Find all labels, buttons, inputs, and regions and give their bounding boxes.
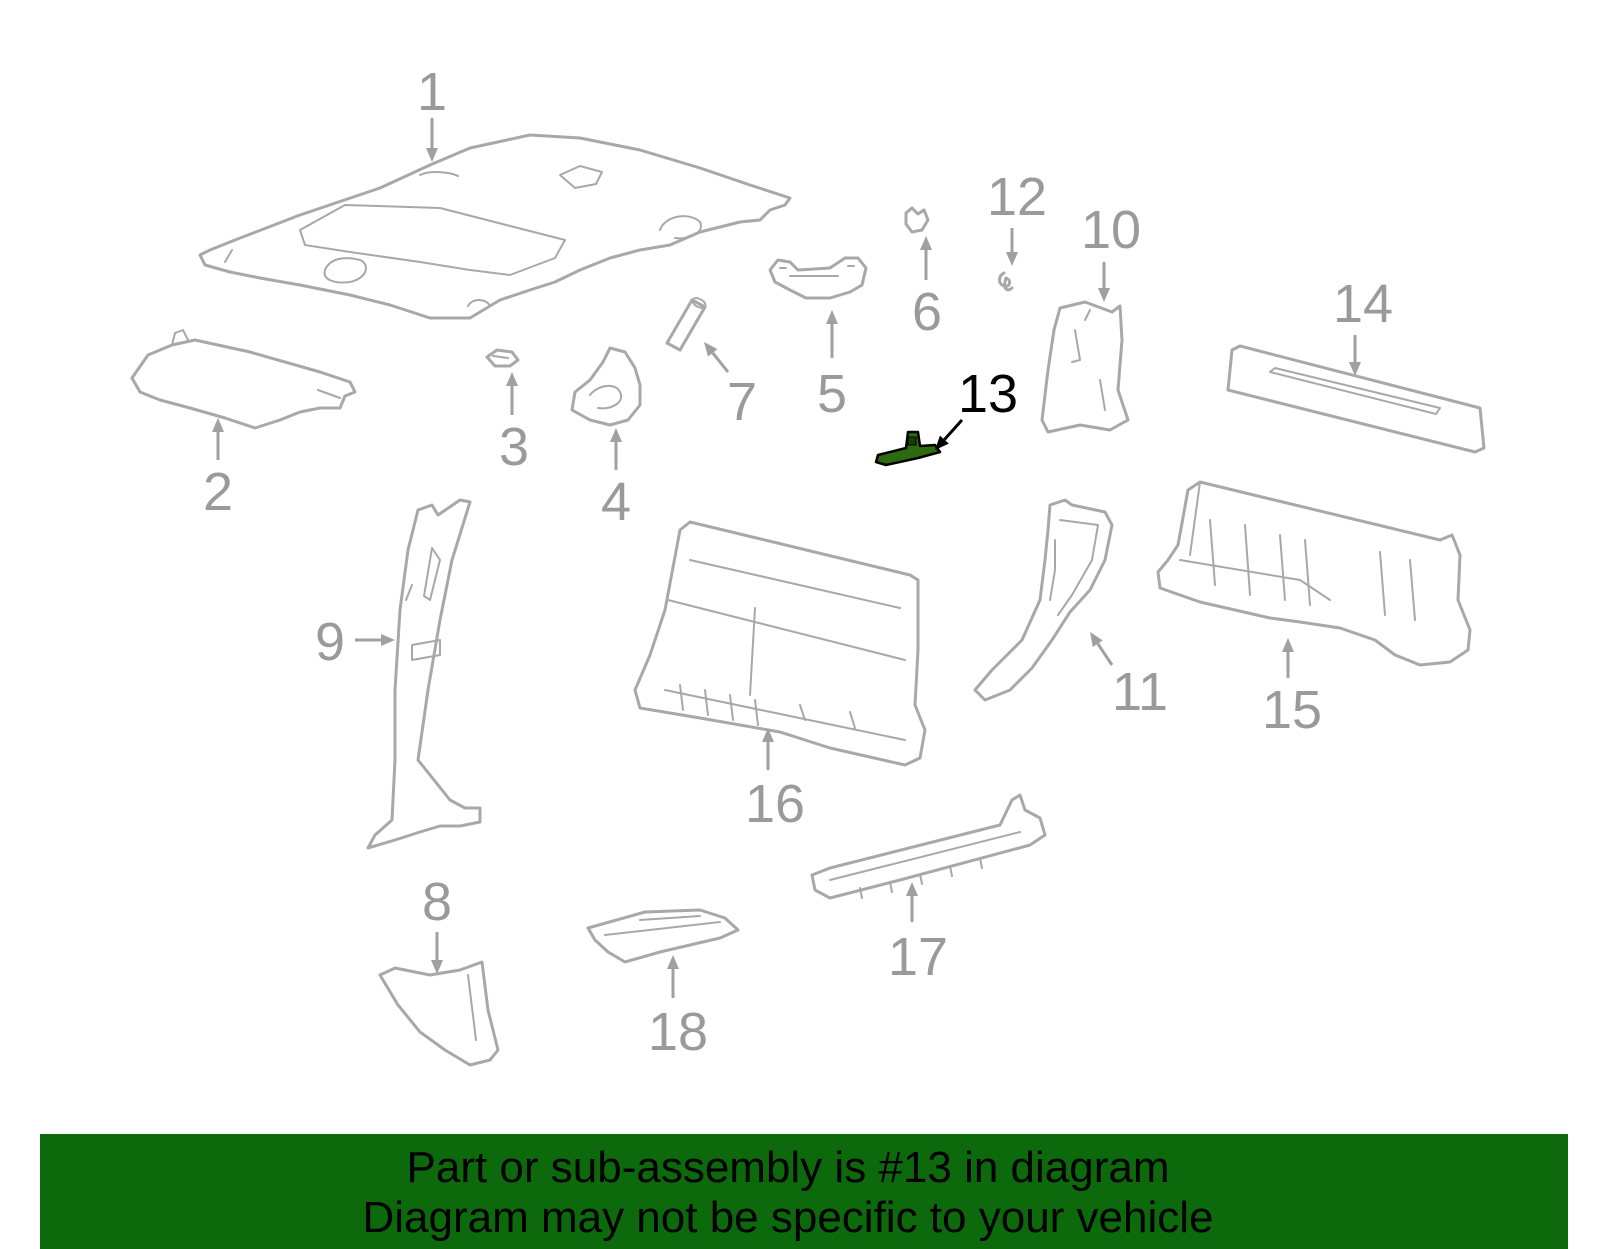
callout-4-label: 4 — [601, 472, 631, 532]
part-10-pillar-trim[interactable] — [1040, 300, 1130, 434]
callout-3-label: 3 — [499, 417, 529, 477]
callout-15-label: 15 — [1262, 680, 1322, 740]
part-8-lower-panel[interactable] — [378, 960, 500, 1067]
callout-12-arrowhead — [1006, 252, 1018, 266]
callout-14-label: 14 — [1333, 274, 1393, 334]
callout-8[interactable]: 8 — [422, 872, 452, 974]
part-17-step-plate[interactable] — [810, 793, 1047, 900]
part-13-bracket-highlighted[interactable] — [874, 430, 942, 467]
banner-line-2: Diagram may not be specific to your vehi… — [362, 1193, 1214, 1242]
callout-2-label: 2 — [203, 462, 233, 522]
callout-9-label: 9 — [315, 612, 345, 672]
callout-16-arrowhead — [762, 728, 774, 742]
part-6-clip[interactable] — [904, 206, 930, 234]
part-4-bracket[interactable] — [570, 346, 642, 427]
callout-10[interactable]: 10 — [1081, 200, 1141, 302]
callout-1[interactable]: 1 — [417, 62, 447, 162]
callout-11[interactable]: 11 — [1090, 632, 1168, 722]
banner-line-1: Part or sub-assembly is #13 in diagram — [406, 1143, 1170, 1192]
callout-17-arrowhead — [906, 882, 918, 896]
callout-1-label: 1 — [417, 62, 447, 122]
callout-18-label: 18 — [648, 1002, 708, 1062]
part-5-grab-handle[interactable] — [768, 256, 868, 300]
callout-15[interactable]: 15 — [1262, 638, 1322, 740]
callout-5[interactable]: 5 — [817, 310, 847, 424]
part-14-sill-plate[interactable] — [1226, 344, 1486, 454]
callout-6-label: 6 — [912, 282, 942, 342]
callout-1-arrowhead — [426, 148, 438, 162]
callout-8-label: 8 — [422, 872, 452, 932]
callout-4[interactable]: 4 — [601, 428, 631, 532]
callout-17-label: 17 — [888, 927, 948, 987]
callout-6[interactable]: 6 — [912, 236, 942, 342]
info-banner: Part or sub-assembly is #13 in diagram D… — [40, 1134, 1568, 1249]
part-11-rear-pillar[interactable] — [973, 498, 1114, 702]
callout-7-arrowhead — [704, 342, 718, 357]
callout-16[interactable]: 16 — [745, 728, 805, 834]
callout-4-arrowhead — [610, 428, 622, 442]
callout-9-arrowhead — [381, 634, 395, 646]
callout-11-label: 11 — [1112, 662, 1168, 722]
callout-2-arrowhead — [212, 418, 224, 432]
callout-10-arrowhead — [1098, 288, 1110, 302]
callout-5-arrowhead — [826, 310, 838, 324]
callout-10-label: 10 — [1081, 200, 1141, 260]
callout-13-label: 13 — [958, 364, 1018, 424]
callout-6-arrowhead — [920, 236, 932, 250]
callout-5-label: 5 — [817, 364, 847, 424]
callout-3-arrowhead — [506, 372, 518, 386]
callout-13-arrowhead — [935, 435, 949, 450]
callout-12[interactable]: 12 — [987, 167, 1047, 266]
callout-7-arrow — [711, 351, 730, 373]
callout-15-arrowhead — [1282, 638, 1294, 652]
part-9-pillar-trim[interactable] — [366, 498, 482, 850]
part-16-rear-panel[interactable] — [633, 520, 927, 767]
callout-17[interactable]: 17 — [888, 882, 948, 987]
callout-9[interactable]: 9 — [315, 612, 395, 672]
part-15-floor-support[interactable] — [1156, 480, 1472, 667]
callout-8-arrowhead — [431, 960, 443, 974]
callout-14[interactable]: 14 — [1333, 274, 1393, 376]
callout-11-arrowhead — [1090, 632, 1103, 647]
callout-16-label: 16 — [745, 774, 805, 834]
part-7-cylinder[interactable] — [665, 296, 707, 352]
callout-14-arrowhead — [1349, 362, 1361, 376]
callout-3[interactable]: 3 — [499, 372, 529, 477]
callout-11-arrow — [1096, 642, 1114, 666]
part-2-sun-visor[interactable] — [130, 329, 357, 430]
callout-2[interactable]: 2 — [203, 418, 233, 522]
callout-7[interactable]: 7 — [704, 342, 757, 432]
callout-18[interactable]: 18 — [648, 955, 708, 1062]
callout-18-arrowhead — [667, 955, 679, 969]
part-1-headliner[interactable] — [198, 133, 792, 320]
callout-7-label: 7 — [727, 372, 757, 432]
callout-12-label: 12 — [987, 167, 1047, 227]
part-3-clip[interactable] — [485, 348, 520, 368]
callout-13-arrow — [943, 418, 964, 441]
part-12-clip[interactable] — [998, 271, 1014, 292]
callout-13[interactable]: 13 — [935, 364, 1018, 450]
part-18-step[interactable] — [586, 908, 740, 964]
